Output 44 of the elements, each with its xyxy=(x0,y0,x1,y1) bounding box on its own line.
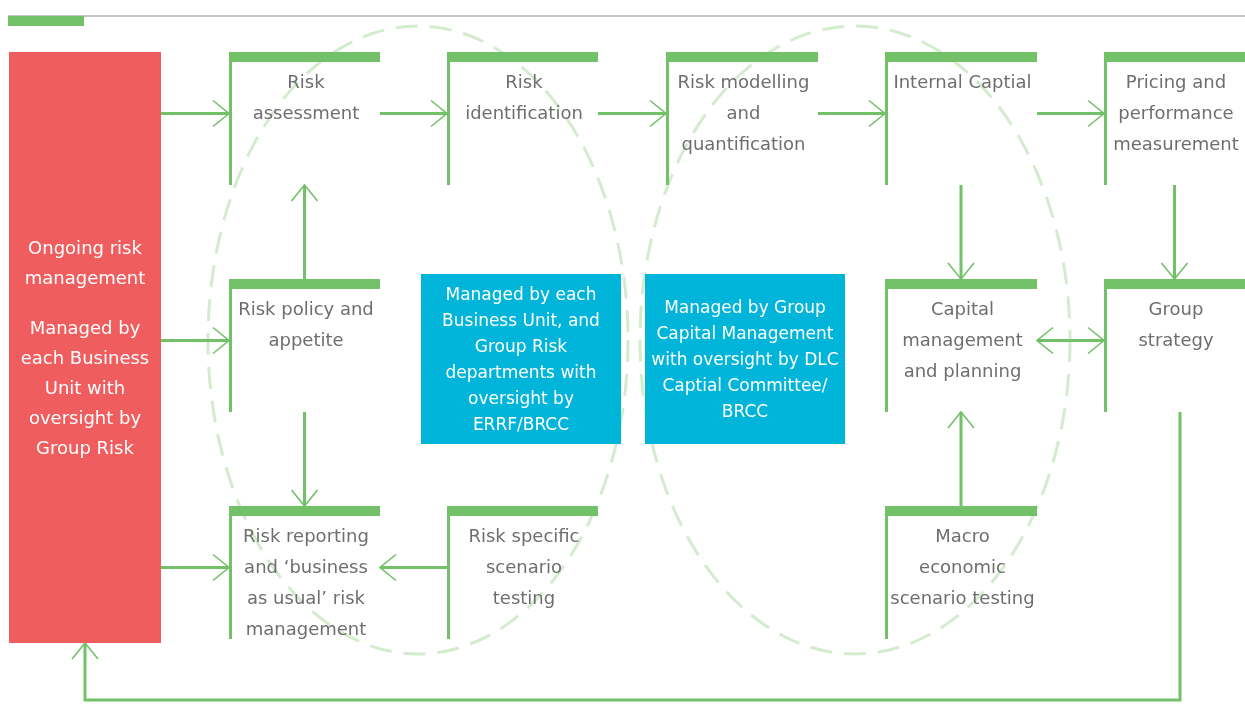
step-label: Managed by each Business Unit, and Group Risk departments with oversight by ERRF/BRCC xyxy=(441,283,601,436)
step-label: Risk assessment xyxy=(251,70,361,125)
arrow xyxy=(161,99,230,128)
arrow xyxy=(818,99,886,128)
arrow xyxy=(161,553,230,582)
process-step xyxy=(666,52,818,185)
arrow xyxy=(947,411,975,506)
process-step xyxy=(447,506,598,639)
note-box xyxy=(421,274,621,444)
process-step xyxy=(229,52,380,185)
panel-text: Managed by each Business Unit with oversight by Group Risk xyxy=(19,315,151,460)
step-label: Group strategy xyxy=(1137,297,1215,352)
step-label: Risk policy and appetite xyxy=(237,297,375,352)
process-step xyxy=(885,279,1037,412)
step-label: Risk identification xyxy=(464,70,584,125)
step-label: Macro economic scenario testing xyxy=(890,524,1035,610)
arrow xyxy=(71,412,1182,702)
process-step xyxy=(885,52,1037,185)
step-label: Risk specific scenario testing xyxy=(467,524,581,610)
process-step xyxy=(447,52,598,185)
step-label: Pricing and performance measurement xyxy=(1112,70,1240,156)
arrow xyxy=(1037,99,1105,128)
step-label: Capital management and planning xyxy=(901,297,1024,383)
process-step xyxy=(229,506,380,639)
arrow xyxy=(1036,326,1105,355)
arrow xyxy=(379,553,447,582)
process-step xyxy=(1104,279,1245,412)
step-label: Internal Captial xyxy=(892,70,1033,94)
process-step xyxy=(229,279,380,412)
arrow xyxy=(1160,185,1189,280)
process-panel xyxy=(9,52,161,643)
arrow xyxy=(598,99,667,128)
process-step xyxy=(885,506,1037,639)
process-step xyxy=(1104,52,1245,185)
arrow xyxy=(947,185,975,280)
step-label: Risk reporting and ‘business as usual’ risk management xyxy=(242,524,370,641)
arrow xyxy=(380,99,448,128)
panel-text: Ongoing risk management xyxy=(23,235,147,290)
arrow xyxy=(290,412,319,507)
arrow xyxy=(161,326,230,355)
step-label: Managed by Group Capital Management with oversight by DLC Captial Committee/ BRCC xyxy=(651,296,839,423)
arrow xyxy=(290,184,319,279)
note-box xyxy=(645,274,845,444)
step-label: Risk modelling and quantification xyxy=(676,70,811,156)
